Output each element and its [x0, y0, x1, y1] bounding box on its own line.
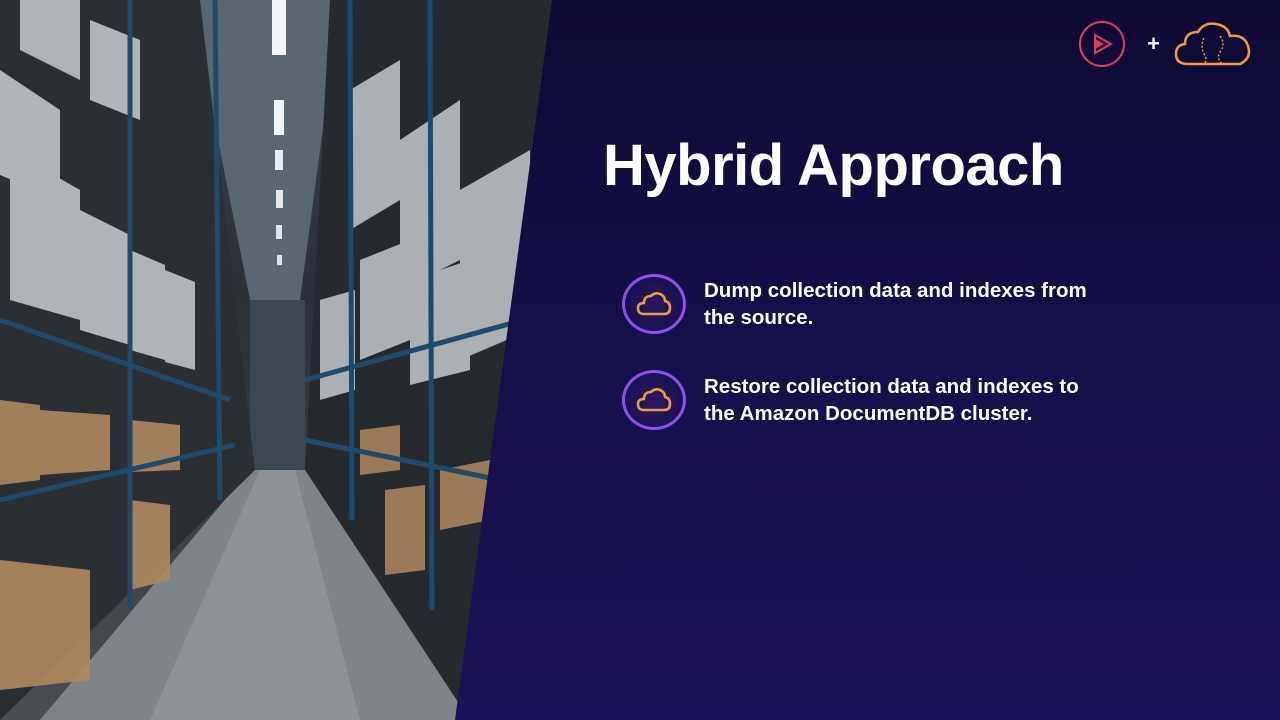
- header-logos: +: [1079, 20, 1252, 68]
- plus-sign: +: [1147, 31, 1160, 56]
- pluralsight-play-icon: [1079, 21, 1126, 67]
- cloud-icon: [622, 370, 686, 430]
- bullet-item: Restore collection data and indexes to t…: [622, 370, 1092, 430]
- bullet-item: Dump collection data and indexes from th…: [622, 274, 1092, 334]
- bullet-text: Dump collection data and indexes from th…: [704, 279, 1087, 329]
- slide-title: Hybrid Approach: [603, 133, 1064, 198]
- aws-cloud-icon: [1174, 22, 1251, 66]
- bullet-text: Restore collection data and indexes to t…: [704, 375, 1079, 425]
- cloud-icon: [622, 274, 686, 334]
- play-triangle-icon: [1094, 33, 1114, 55]
- warehouse-photo: [0, 0, 560, 720]
